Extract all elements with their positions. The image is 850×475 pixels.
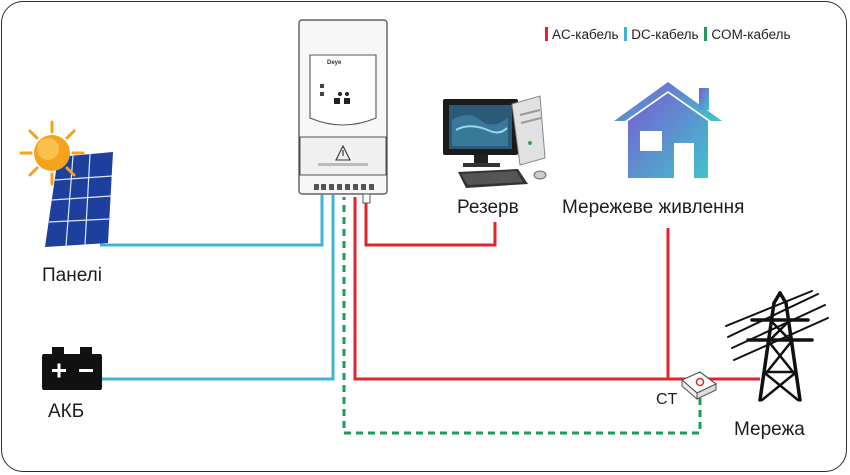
ac-cable-backup	[364, 197, 497, 247]
battery-label: АКБ	[48, 401, 85, 422]
solar-panel-icon	[45, 152, 113, 247]
legend-dc-label: DC-кабель	[631, 27, 699, 42]
battery-icon	[42, 347, 102, 390]
ac-legend-swatch	[545, 27, 548, 41]
panels-label: Панелі	[42, 265, 102, 286]
grid-label: Мережа	[734, 419, 805, 440]
backup-label: Резерв	[457, 197, 519, 218]
ct-label: CT	[656, 391, 678, 408]
ct-sensor-icon	[680, 371, 718, 401]
dc-legend-swatch	[624, 27, 628, 41]
inverter-icon	[298, 19, 388, 204]
legend-ac-label: AC-кабель	[552, 27, 619, 42]
com-cable-ct	[342, 197, 702, 435]
dc-cable-panels	[100, 195, 324, 247]
cable-legend: AC-кабель DC-кабель COM-кабель	[543, 27, 791, 42]
house-icon	[614, 82, 722, 178]
sun-icon	[19, 120, 85, 186]
inverter-brand: Deye	[327, 60, 342, 66]
com-legend-swatch	[704, 27, 708, 41]
legend-com-label: COM-кабель	[711, 27, 791, 42]
dc-cable-battery	[100, 195, 335, 381]
ac-cable-grid	[353, 197, 760, 381]
computer-icon	[443, 95, 547, 188]
grid-power-label: Мережеве живлення	[562, 197, 745, 218]
power-tower-icon	[725, 290, 829, 402]
